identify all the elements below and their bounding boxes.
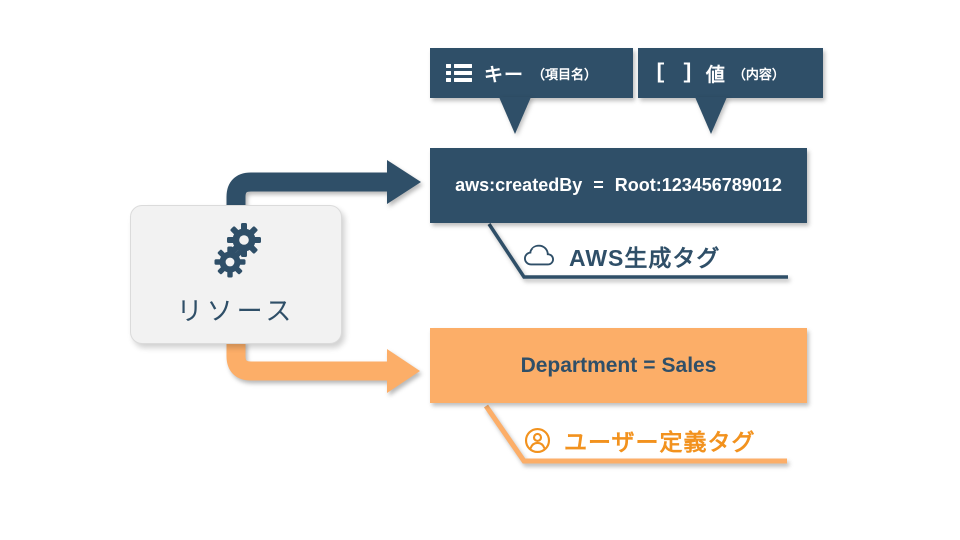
aws-tag-key: aws:createdBy [455, 175, 583, 195]
user-tag-bar: Department = Sales [430, 328, 807, 403]
user-tag-caption-label: ユーザー定義タグ [564, 429, 756, 455]
aws-tag-caption-label: AWS生成タグ [569, 245, 721, 271]
brackets-icon: [ ] [654, 61, 695, 85]
aws-tag-bar: aws:createdBy = Root:123456789012 [430, 148, 807, 223]
user-tag-value: Sales [661, 353, 717, 377]
user-tag-equals: = [643, 353, 656, 377]
resource-to-aws-arrow [226, 160, 421, 207]
value-callout-label: 値 [705, 64, 726, 86]
resource-box: リソース [130, 205, 342, 344]
resource-to-user-arrow-shaft [226, 341, 387, 381]
resource-to-user-arrowhead-icon [387, 349, 420, 393]
gears-icon [214, 223, 261, 278]
key-callout: キー （項目名） [430, 48, 633, 98]
list-icon [446, 64, 472, 82]
aws-tag-value: Root:123456789012 [614, 175, 782, 195]
resource-to-user-arrow [226, 341, 420, 393]
resource-label: リソース [176, 296, 296, 326]
value-callout-pointer [695, 97, 727, 134]
resource-to-aws-arrow-shaft [226, 172, 387, 207]
value-callout: [ ] 値 （内容） [638, 48, 823, 98]
value-callout-sublabel: （内容） [732, 66, 785, 82]
key-callout-sublabel: （項目名） [532, 66, 598, 82]
user-tag-key: Department [520, 353, 638, 377]
key-callout-label: キー [484, 64, 525, 86]
cloud-icon [524, 244, 554, 266]
aws-tag-equals: = [593, 175, 604, 195]
key-callout-pointer [499, 97, 531, 134]
aws-tag-caption: AWS生成タグ [522, 233, 720, 279]
user-icon [524, 427, 551, 453]
resource-to-aws-arrowhead-icon [387, 160, 421, 204]
user-tag-caption: ユーザー定義タグ [524, 417, 756, 463]
